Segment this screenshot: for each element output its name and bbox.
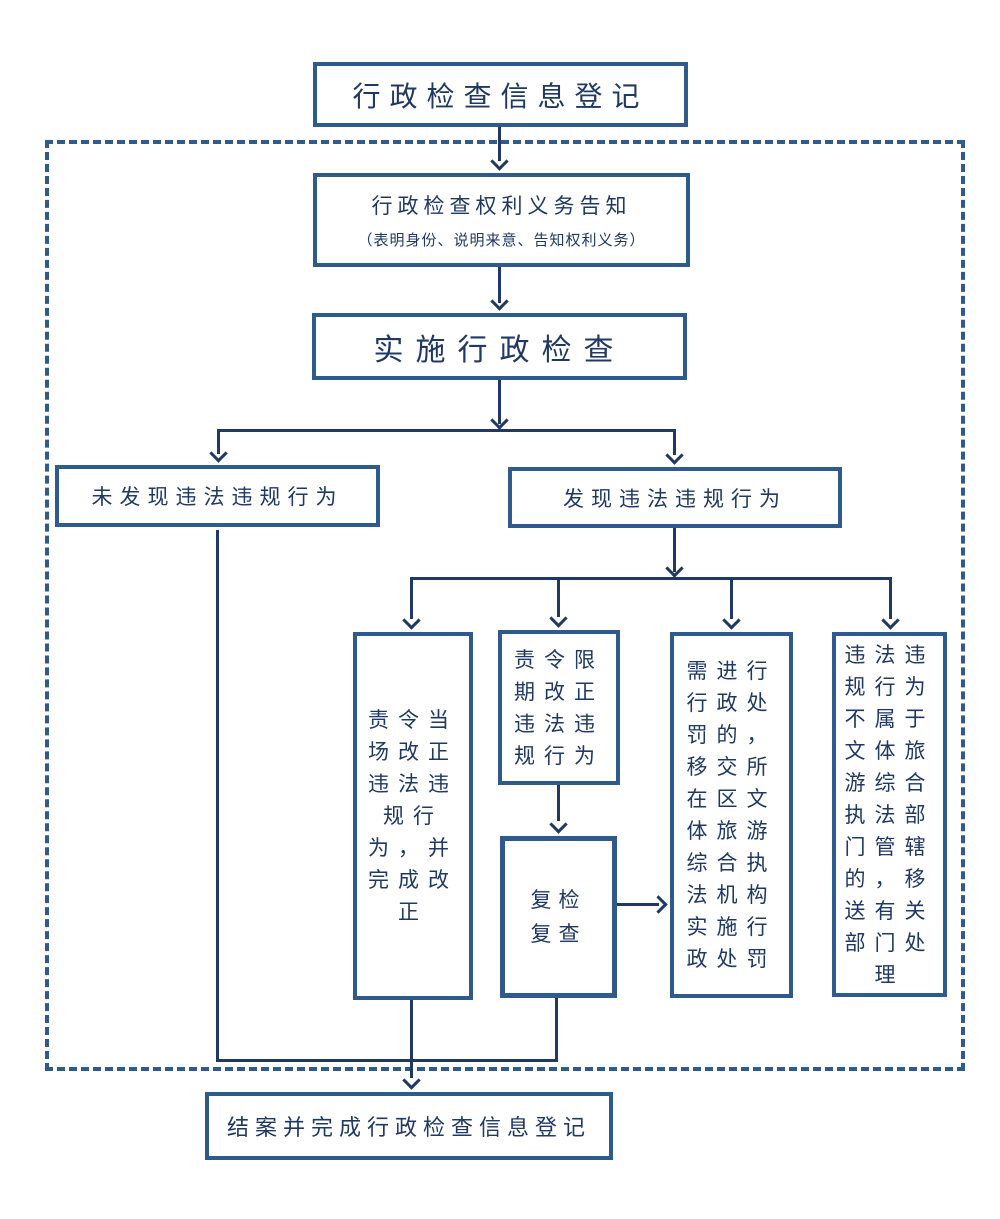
connector-violation-down — [673, 528, 676, 572]
node-notify-rights: 行政检查权利义务告知 （表明身份、说明来意、告知权利义务） — [313, 173, 690, 267]
node-penalty-transfer-label: 需进行 行政处 罚的， 移交所 在区文 体旅游 综合执 法机构 实施行 政处罚 — [686, 659, 777, 971]
connector-drop-other — [889, 577, 892, 619]
process-boundary — [45, 140, 965, 1071]
connector-recheck-to-penalty — [617, 903, 659, 906]
node-implement-inspection: 实施行政检查 — [312, 313, 687, 380]
node-onsite-correction: 责令当 场改正 违法违 规行 为，并 完成改 正 — [353, 632, 473, 1000]
connector-collector — [216, 1059, 558, 1062]
node-violation-found: 发现违法违规行为 — [508, 467, 842, 528]
connector-split-level2 — [410, 577, 891, 580]
connector-drop-penalty — [730, 577, 733, 619]
node-deadline-correction: 责令限 期改正 违法违 规行为 — [498, 630, 620, 785]
node-notify-subtitle: （表明身份、说明来意、告知权利义务） — [357, 233, 646, 249]
connector-split-level1 — [218, 429, 675, 432]
node-close-case: 结案并完成行政检查信息登记 — [205, 1092, 613, 1160]
connector-notify-to-implement — [498, 267, 501, 303]
node-start-label: 行政检查信息登记 — [352, 81, 649, 113]
connector-drop-no-violation — [217, 429, 220, 454]
node-start: 行政检查信息登记 — [313, 62, 688, 127]
connector-start-to-notify — [498, 127, 501, 161]
connector-implement-down — [498, 380, 501, 424]
connector-drop-deadline — [557, 577, 560, 617]
node-close-case-label: 结案并完成行政检查信息登记 — [226, 1115, 591, 1140]
connector-drop-violation — [673, 429, 676, 455]
node-other-department-label: 违法违 规行为 不属于 文体旅 游综合 执法部 门管辖 的，移 送有关 部门处 … — [844, 642, 935, 987]
node-onsite-correction-label: 责令当 场改正 违法违 规行 为，并 完成改 正 — [368, 708, 458, 924]
node-no-violation-label: 未发现违法违规行为 — [91, 485, 344, 509]
connector-to-close — [410, 1000, 413, 1078]
node-penalty-transfer: 需进行 行政处 罚的， 移交所 在区文 体旅游 综合执 法机构 实施行 政处罚 — [670, 632, 793, 998]
node-violation-found-label: 发现违法违规行为 — [563, 486, 787, 511]
connector-no-violation-long — [216, 530, 219, 1062]
node-other-department: 违法违 规行为 不属于 文体旅 游综合 执法部 门管辖 的，移 送有关 部门处 … — [832, 632, 947, 997]
node-deadline-correction-label: 责令限 期改正 违法违 规行为 — [514, 647, 604, 768]
connector-recheck-down — [555, 998, 558, 1062]
node-implement-label: 实施行政检查 — [373, 333, 626, 367]
node-no-violation: 未发现违法违规行为 — [55, 465, 380, 527]
node-recheck-label: 复检 复查 — [530, 888, 587, 946]
connector-drop-onsite — [410, 577, 413, 619]
connector-deadline-to-recheck — [557, 785, 560, 821]
arrow-down-close-icon — [402, 1071, 421, 1090]
node-recheck: 复检 复查 — [500, 836, 617, 998]
node-notify-title: 行政检查权利义务告知 — [371, 194, 632, 218]
